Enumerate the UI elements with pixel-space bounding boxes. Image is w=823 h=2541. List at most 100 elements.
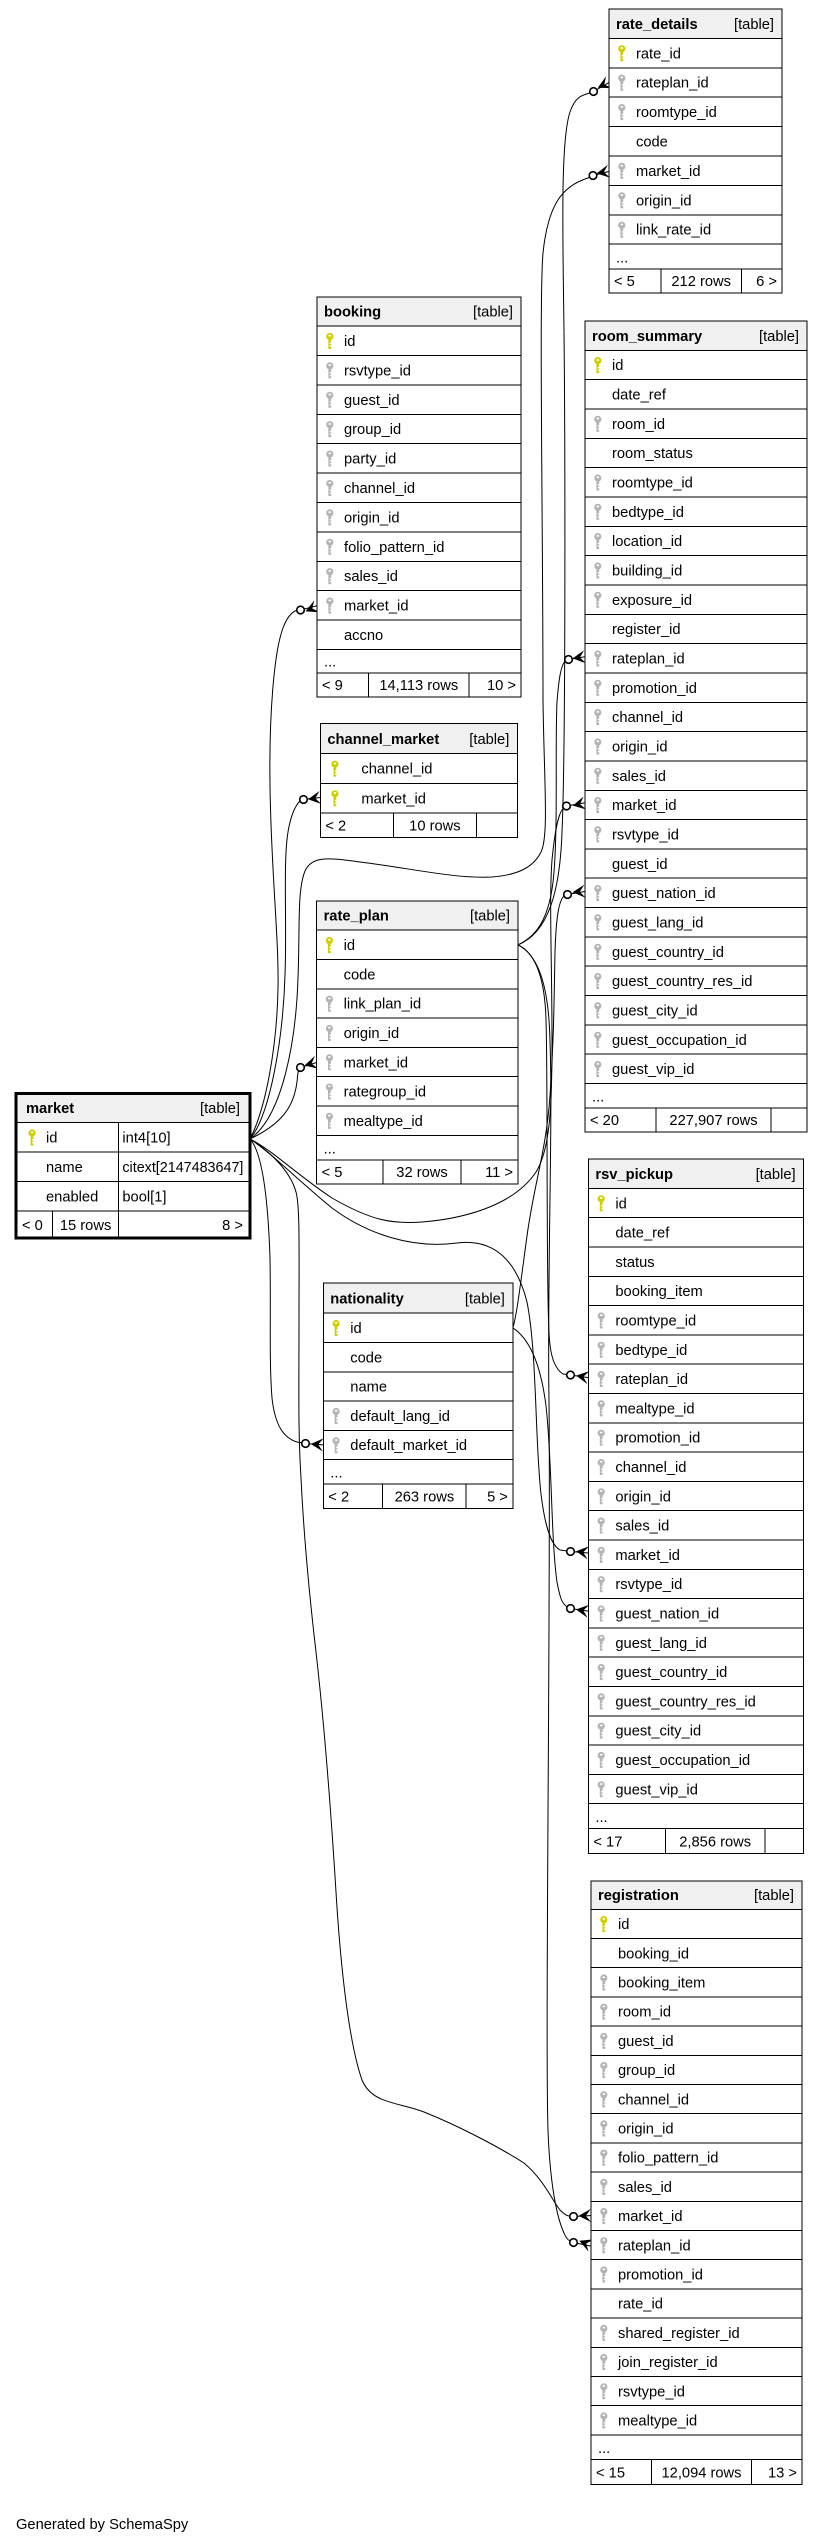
svg-text:...: ... [598,2441,610,2457]
svg-text:channel_id: channel_id [618,2092,689,2108]
svg-text:exposure_id: exposure_id [612,593,692,609]
svg-text:folio_pattern_id: folio_pattern_id [344,540,444,556]
svg-text:origin_id: origin_id [618,2122,674,2138]
svg-text:13 >: 13 > [768,2466,797,2482]
svg-text:room_summary: room_summary [592,329,703,345]
svg-text:join_register_id: join_register_id [617,2355,718,2371]
svg-text:11 >: 11 > [485,1165,513,1181]
svg-text:code: code [344,967,376,983]
svg-text:6 >: 6 > [756,274,777,290]
svg-text:code: code [350,1350,382,1366]
svg-text:10 rows: 10 rows [409,818,460,834]
svg-text:room_status: room_status [612,446,693,462]
svg-text:origin_id: origin_id [344,510,400,526]
svg-text:default_market_id: default_market_id [350,1438,467,1454]
svg-text:id: id [350,1321,361,1337]
svg-text:< 15: < 15 [596,2466,625,2482]
svg-text:...: ... [330,1466,342,1482]
svg-text:shared_register_id: shared_register_id [618,2326,740,2342]
svg-text:name: name [350,1380,387,1396]
svg-text:enabled: enabled [46,1189,98,1205]
svg-text:guest_id: guest_id [344,393,400,409]
svg-text:market_id: market_id [344,599,409,615]
svg-text:2,856 rows: 2,856 rows [679,1835,751,1851]
svg-text:roomtype_id: roomtype_id [636,105,717,121]
svg-text:room_id: room_id [612,417,665,433]
svg-text:263 rows: 263 rows [395,1490,455,1506]
svg-text:rate_details: rate_details [616,17,698,33]
svg-text:...: ... [592,1090,604,1106]
svg-text:rateplan_id: rateplan_id [636,76,709,92]
svg-text:rsv_pickup: rsv_pickup [595,1167,673,1183]
svg-text:promotion_id: promotion_id [612,681,697,697]
svg-text:guest_vip_id: guest_vip_id [615,1782,697,1798]
svg-text:promotion_id: promotion_id [615,1431,700,1447]
svg-text:rate_plan: rate_plan [324,909,389,925]
svg-text:register_id: register_id [612,622,681,638]
svg-text:guest_country_res_id: guest_country_res_id [612,974,752,990]
svg-text:group_id: group_id [344,422,401,438]
svg-text:id: id [46,1131,57,1147]
svg-text:link_plan_id: link_plan_id [344,997,422,1013]
svg-text:id: id [344,938,355,954]
svg-text:building_id: building_id [612,564,682,580]
svg-text:[table]: [table] [756,1167,796,1183]
svg-text:guest_id: guest_id [618,2034,674,2050]
svg-text:...: ... [616,251,628,267]
svg-text:market_id: market_id [361,791,426,807]
svg-text:channel_id: channel_id [344,481,415,497]
svg-text:< 9: < 9 [322,678,343,694]
svg-text:< 2: < 2 [325,818,346,834]
svg-text:rsvtype_id: rsvtype_id [618,2384,685,2400]
svg-text:guest_occupation_id: guest_occupation_id [615,1753,750,1769]
svg-text:[table]: [table] [465,1292,505,1308]
svg-text:bool[1]: bool[1] [122,1189,166,1205]
svg-text:< 2: < 2 [328,1490,349,1506]
svg-text:...: ... [324,1142,336,1158]
svg-text:sales_id: sales_id [344,569,398,585]
svg-text:227,907 rows: 227,907 rows [669,1113,757,1129]
svg-text:code: code [636,135,668,151]
svg-text:guest_occupation_id: guest_occupation_id [612,1033,747,1049]
svg-text:booking_id: booking_id [618,1946,689,1962]
svg-text:8 >: 8 > [222,1218,243,1234]
svg-text:link_rate_id: link_rate_id [636,223,711,239]
svg-text:15 rows: 15 rows [60,1218,111,1234]
svg-text:id: id [618,1917,629,1933]
svg-text:rate_id: rate_id [636,46,681,62]
svg-text:registration: registration [598,1888,679,1904]
svg-text:...: ... [324,655,336,671]
svg-text:mealtype_id: mealtype_id [618,2414,697,2430]
svg-text:[table]: [table] [759,329,799,345]
svg-text:< 5: < 5 [614,274,635,290]
svg-text:name: name [46,1160,83,1176]
svg-text:int4[10]: int4[10] [122,1131,170,1147]
svg-text:group_id: group_id [618,2063,675,2079]
svg-text:booking_item: booking_item [615,1284,702,1300]
svg-text:14,113 rows: 14,113 rows [379,678,458,694]
svg-text:room_id: room_id [618,2005,671,2021]
svg-text:guest_lang_id: guest_lang_id [615,1636,706,1652]
svg-text:bedtype_id: bedtype_id [612,505,684,521]
svg-text:channel_id: channel_id [612,710,683,726]
svg-text:market_id: market_id [612,798,677,814]
svg-text:market_id: market_id [615,1548,680,1564]
svg-text:guest_vip_id: guest_vip_id [612,1062,694,1078]
svg-text:rateplan_id: rateplan_id [612,652,685,668]
svg-text:[table]: [table] [469,732,509,748]
svg-text:guest_country_id: guest_country_id [612,945,724,961]
svg-text:guest_country_id: guest_country_id [615,1665,727,1681]
svg-text:rategroup_id: rategroup_id [344,1085,426,1101]
svg-text:channel_id: channel_id [361,762,432,778]
svg-text:[table]: [table] [754,1888,794,1904]
svg-text:sales_id: sales_id [612,769,666,785]
svg-text:< 17: < 17 [593,1835,622,1851]
svg-text:date_ref: date_ref [612,388,667,404]
svg-text:booking: booking [324,305,381,321]
svg-text:origin_id: origin_id [612,740,668,756]
svg-text:id: id [344,334,355,350]
svg-text:nationality: nationality [330,1292,404,1308]
svg-text:mealtype_id: mealtype_id [344,1114,423,1130]
svg-text:212 rows: 212 rows [671,274,731,290]
svg-text:origin_id: origin_id [615,1489,671,1505]
